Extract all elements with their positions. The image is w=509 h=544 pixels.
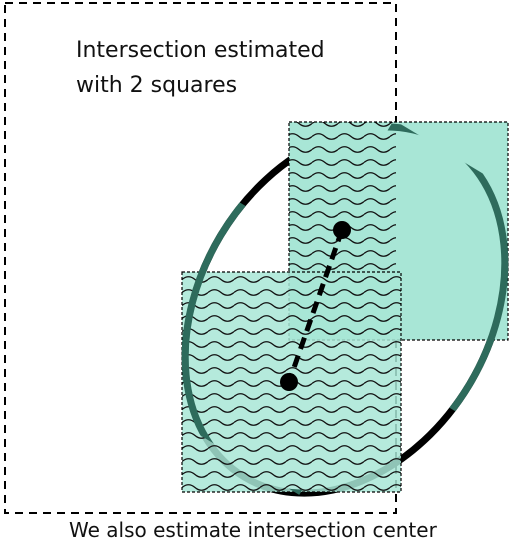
annotation-line-2: with 2 squares (76, 73, 237, 98)
center-connector-line (286, 229, 345, 383)
annotation-line-1: Intersection estimated (76, 38, 325, 63)
center-point-lower (280, 373, 298, 391)
center-point-upper (333, 221, 351, 239)
diagram-caption: We also estimate intersection center (69, 518, 438, 542)
